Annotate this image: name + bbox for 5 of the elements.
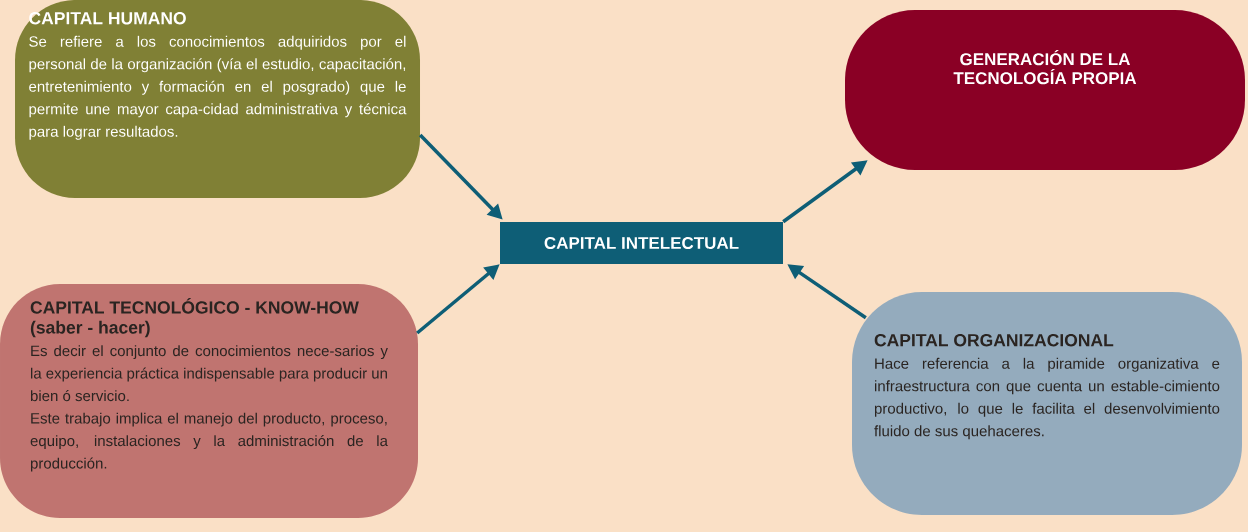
concept-box: CAPITAL HUMANO Se refiere a los conocimientos adquiridos por el personal de la organización (vía el estudio, capacitación, entretenimiento y formación en el posgrado) que le permite une mayor capa-cidad administrativa y técnica para lograr resultados. — [15, 0, 420, 198]
title-box: GENERACIÓN DE LA TECNOLOGÍA PROPIA — [845, 10, 1245, 170]
concept-box: CAPITAL TECNOLÓGICO - KNOW-HOW (saber - hacer) Es decir el conjunto de conocimientos nece-sarios y la experiencia práctica indispensable para producir un bien ó servicio. Este trabajo implica el manejo del producto, proceso, equipo, instalaciones y la administración de la producción. — [0, 284, 418, 518]
central-box: CAPITAL INTELECTUAL — [500, 222, 783, 264]
concept-box: CAPITAL ORGANIZACIONAL Hace referencia a la piramide organizativa e infraestructura con que cuenta un estable-cimiento productivo, lo que le facilita el desenvolvimiento fluido de sus quehaceres. — [852, 292, 1242, 515]
